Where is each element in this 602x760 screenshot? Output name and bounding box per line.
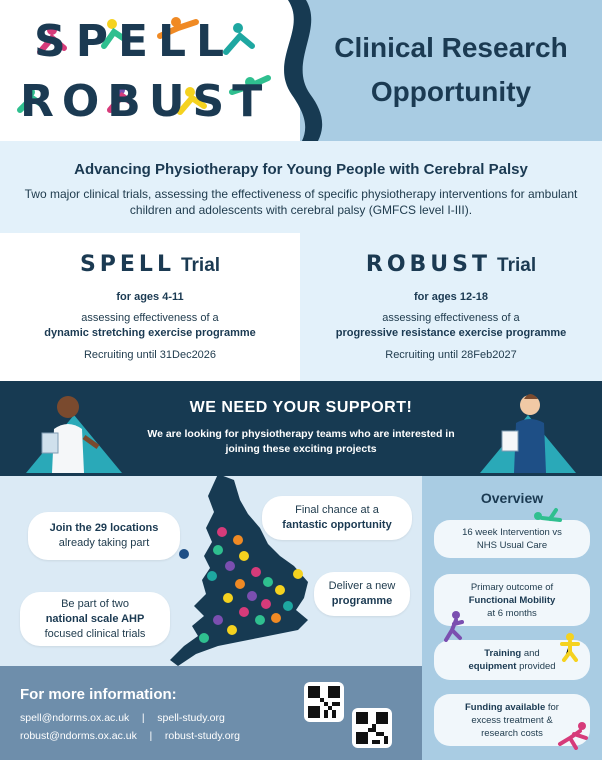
overview-item-bold: equipment [468,661,517,672]
overview-item-bold: Training [484,648,522,659]
overview-item-text: for [545,701,559,713]
page-title-line1: Clinical Research [334,32,568,63]
callout-deliver-bold: programme [331,595,393,607]
callout-final-rest: Final chance at a [295,504,379,516]
robust-trial-logo: ROBUST [365,252,492,277]
overview-item-text: excess treatment & [471,714,553,726]
support-title: WE NEED YOUR SUPPORT! [189,399,413,416]
overview-item-text: provided [516,661,556,672]
overview-panel: Overview 16 week Intervention vs NHS Usu… [422,476,602,760]
spell-trial-word: Trial [180,255,221,276]
support-banner: WE NEED YOUR SUPPORT! We are looking for… [0,381,602,476]
robust-trial-word: Trial [497,255,537,276]
overview-item-text: and [521,648,540,659]
nurse-illustration-icon [480,394,576,473]
exercise-figure-icon [558,722,588,750]
intro-title: Advancing Physiotherapy for Young People… [74,161,528,178]
support-text: We are looking for physiotherapy teams w… [147,428,455,455]
contact-section [0,666,422,760]
contact-row-robust: robust@ndorms.ox.ac.uk | robust-study.org [20,730,240,742]
intro-text: Two major clinical trials, assessing the… [24,187,578,217]
robust-website-link[interactable]: robust-study.org [164,730,240,742]
spell-trial-heading: SPELL Trial [0,247,300,277]
exercise-figure-icon [444,611,464,642]
robust-trial-programme: progressive resistance exercise programm… [335,327,567,339]
callout-part-rest2: focused clinical trials [44,627,146,640]
callout-part-rest: Be part of two [61,597,129,610]
spell-email-link[interactable]: spell@ndorms.ox.ac.uk [20,712,130,724]
spell-trial-programme: dynamic stretching exercise programme [44,327,256,339]
robust-email-link[interactable]: robust@ndorms.ox.ac.uk [20,730,137,742]
page-title-line2: Opportunity [370,76,532,107]
spell-trial-assess: assessing effectiveness of a [81,312,219,324]
spell-trial-panel: SPELL Trial for ages 4-11 assessing effe… [0,233,300,381]
overview-title: Overview [480,490,544,506]
overview-item-outcome: Primary outcome of Functional Mobility a… [434,574,590,626]
callout-part-bold: national scale AHP [45,612,145,625]
spell-trial-recruiting: Recruiting until 31Dec2026 [83,349,217,361]
intro-section: Advancing Physiotherapy for Young People… [0,141,602,233]
overview-item-bold: Funding available [465,701,546,713]
overview-item-bold: Functional Mobility [468,594,556,606]
exercise-figure-icon [560,633,580,662]
physiotherapist-illustration-icon [26,396,122,473]
header: SPELL ROBUST Clinical Research Opportuni… [0,0,602,141]
robust-logo: ROBUST [20,76,271,127]
spell-qr-code-icon[interactable] [304,682,344,722]
robust-trial-panel: ROBUST Trial for ages 12-18 assessing ef… [300,233,602,381]
exercise-figure-icon [534,508,562,522]
overview-item-text: at 6 months [487,607,537,619]
england-map-icon [170,474,308,666]
callout-national-trials: Be part of two national scale AHP focuse… [20,592,170,646]
overview-item-text: research costs [481,727,543,739]
header-logo-panel [0,0,300,141]
callout-deliver-programme: Deliver a new programme [314,572,410,616]
spell-logo: SPELL [34,16,235,67]
overview-item-text: 16 week Intervention vs [462,527,562,538]
spell-trial-ages: for ages 4-11 [116,291,184,303]
callout-join-rest: already taking part [58,537,150,549]
robust-qr-code-icon[interactable] [352,708,392,748]
contact-title: For more information: [20,686,177,703]
spell-website-link[interactable]: spell-study.org [157,712,225,724]
page-title: Clinical Research Opportunity [300,26,602,114]
robust-trial-heading: ROBUST Trial [300,247,602,277]
contact-separator: | [141,712,145,724]
overview-item-text: Primary outcome of [470,581,554,593]
robust-trial-assess: assessing effectiveness of a [382,312,520,324]
callout-join-bold: Join the 29 locations [49,522,159,534]
overview-item-intervention: 16 week Intervention vs NHS Usual Care [434,520,590,558]
callout-final-bold: fantastic opportunity [282,519,392,531]
contact-separator: | [149,730,153,742]
callout-deliver-rest: Deliver a new [328,580,396,592]
header-wave-divider [284,0,338,141]
overview-item-funding: Funding available for excess treatment &… [434,694,590,746]
logo-figures-icon [17,17,271,115]
robust-trial-recruiting: Recruiting until 28Feb2027 [385,349,517,361]
contact-row-spell: spell@ndorms.ox.ac.uk | spell-study.org [20,712,225,724]
callout-join-locations: Join the 29 locations already taking par… [28,512,180,560]
robust-trial-ages: for ages 12-18 [414,291,488,303]
spell-trial-logo: SPELL [79,252,175,277]
overview-item-text: NHS Usual Care [476,540,548,551]
callout-final-chance: Final chance at a fantastic opportunity [262,496,412,540]
